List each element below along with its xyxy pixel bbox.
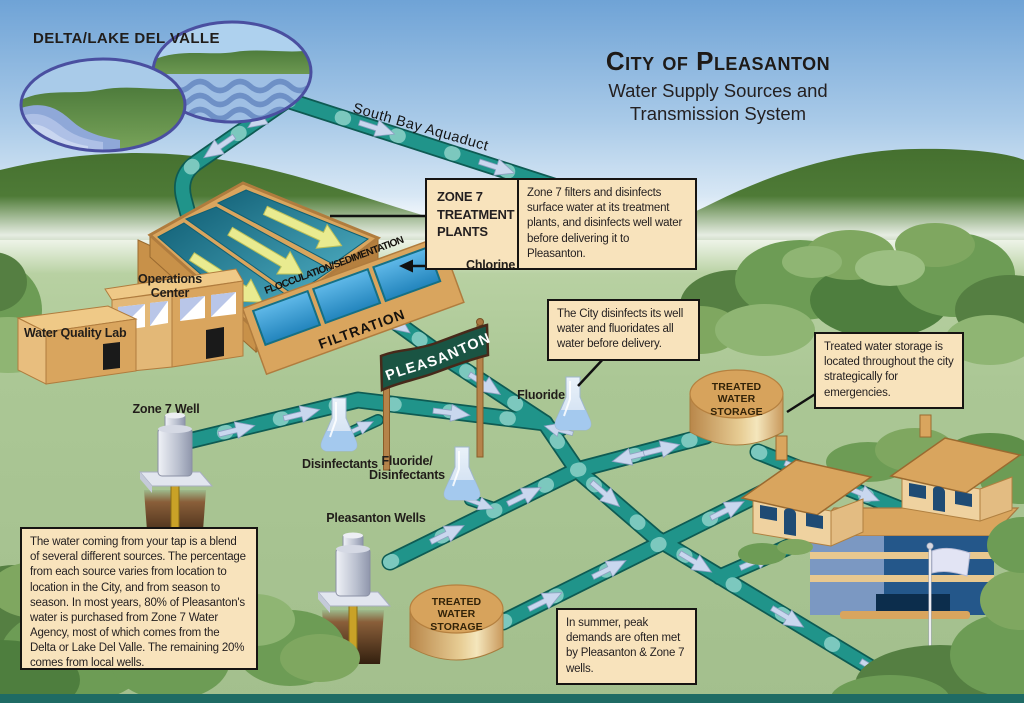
title-main: City of Pleasanton <box>605 46 831 76</box>
chlorine-label: Chlorine <box>466 258 516 272</box>
water-quality-lab-label: Water Quality Lab <box>24 326 127 340</box>
zone7-heading: ZONE 7 TREATMENT PLANTS <box>427 180 519 268</box>
disinfectants-label: Disinfectants <box>302 457 378 471</box>
background-bushes <box>0 223 1024 373</box>
title-subtitle-line2: Transmission System <box>629 102 807 124</box>
chlorine-arrowhead <box>399 259 413 273</box>
zone7-treatment-callout: ZONE 7 TREATMENT PLANTS Zone 7 filters a… <box>425 178 697 270</box>
filtration-basin: FILTRATION <box>241 235 465 376</box>
zone7-body: Zone 7 filters and disinfects surface wa… <box>527 187 683 260</box>
house-2 <box>889 414 1022 522</box>
pleasanton-wells-label: Pleasanton Wells <box>326 511 426 525</box>
fluoride-disinfectants-label: Fluoride/ Disinfectants <box>369 454 445 482</box>
water-quality-lab <box>16 305 138 385</box>
page-title: City of Pleasanton Water Supply Sources … <box>548 46 888 125</box>
operations-center-label: Operations Center <box>138 272 202 300</box>
title-subtitle-line1: Water Supply Sources and <box>608 80 828 101</box>
summer-demand-callout: In summer, peak demands are often met by… <box>556 608 697 685</box>
zone7-well-label: Zone 7 Well <box>132 402 200 416</box>
bottom-border-bar <box>0 694 1024 703</box>
tap-blend-callout: The water coming from your tap is a blen… <box>20 527 258 670</box>
house-1 <box>740 435 873 547</box>
well-disinfection-callout: The City disinfects its well water and f… <box>547 299 700 361</box>
delta-lake-label: DELTA/LAKE DEL VALLE <box>33 30 220 47</box>
treated-water-storage-label-2: TREATED WATER STORAGE <box>430 596 483 633</box>
storage-callout: Treated water storage is located through… <box>814 332 964 409</box>
treated-water-storage-label-1: TREATED WATER STORAGE <box>710 381 763 418</box>
delta-oval <box>19 57 187 153</box>
treatment-plant: FLOCCULATION/SEDIMENTATION FILTRATION <box>16 181 465 385</box>
fluoride-label: Fluoride <box>517 388 565 402</box>
